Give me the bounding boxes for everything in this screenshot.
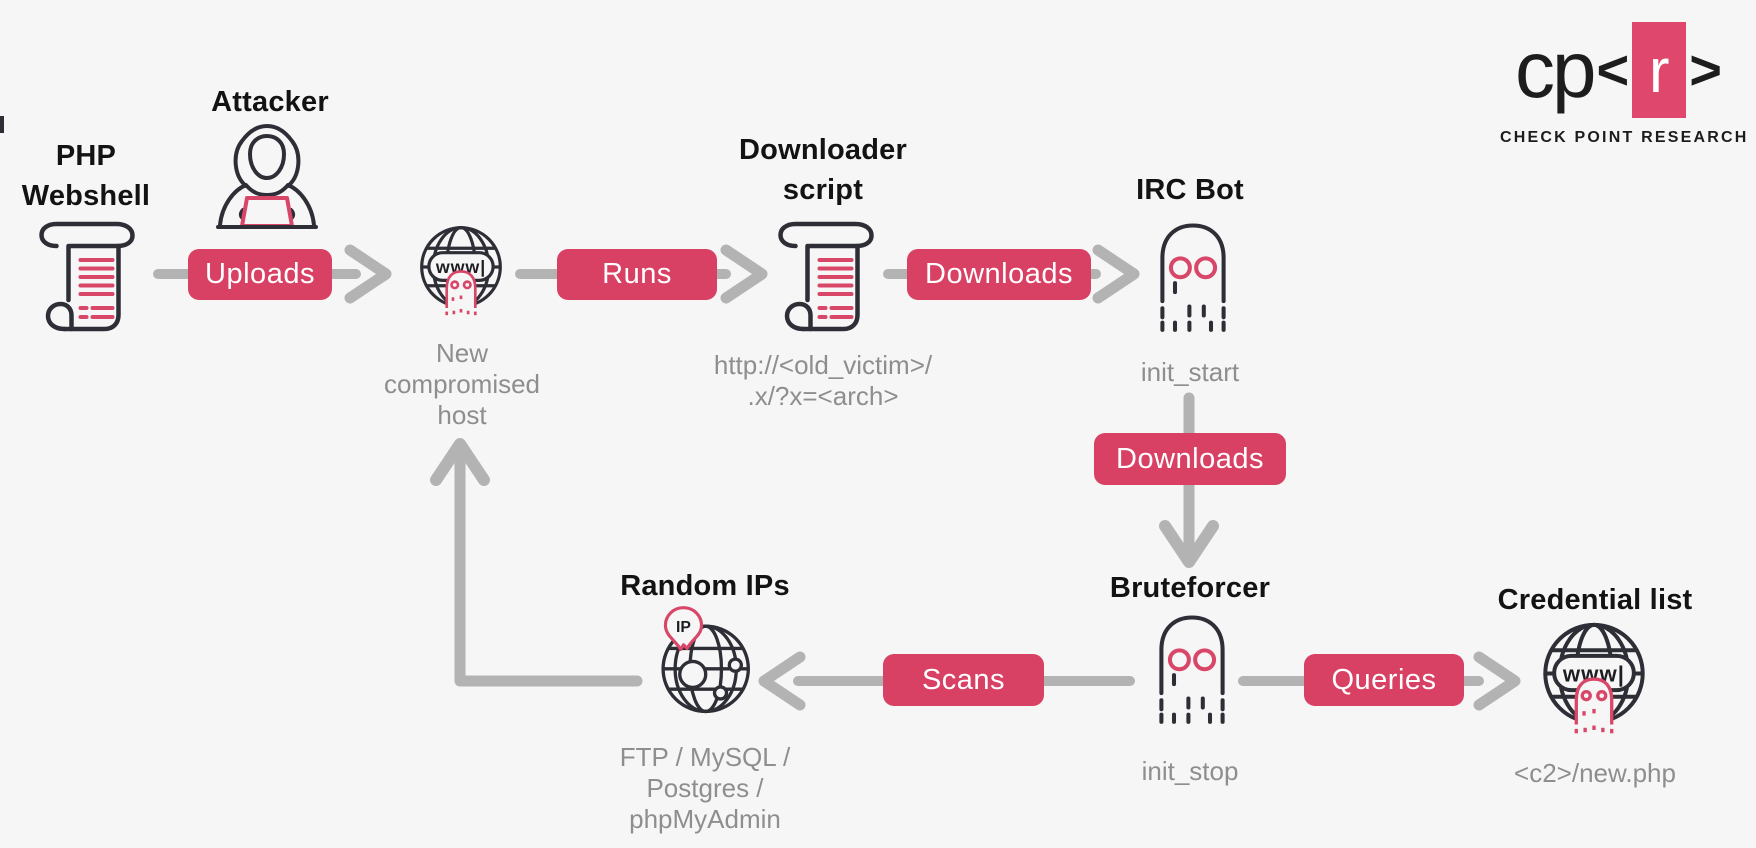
random-ips-label: Random IPs bbox=[620, 570, 790, 602]
php-webshell-label: PHP Webshell bbox=[0, 136, 172, 216]
downloads-edge-label-top: Downloads bbox=[907, 249, 1091, 300]
downloader-script-label-line1: Downloader bbox=[739, 134, 907, 166]
credential-list-caption: <c2>/new.php bbox=[1514, 758, 1676, 788]
uploads-edge-label: Uploads bbox=[188, 249, 332, 300]
attacker-hacker-icon bbox=[216, 124, 318, 229]
credential-list-globe-icon: www| bbox=[1543, 622, 1645, 734]
scroll-script-icon bbox=[39, 221, 135, 332]
cpr-logo-pink-box: r bbox=[1632, 22, 1687, 118]
downloader-script-label: Downloader script bbox=[733, 130, 913, 210]
cpr-logo-cp: cp bbox=[1515, 25, 1596, 114]
bruteforcer-caption: init_stop bbox=[1141, 756, 1239, 786]
scans-edge-label: Scans bbox=[883, 654, 1044, 706]
downloader-url-line2: .x/?x=<arch> bbox=[747, 381, 899, 411]
ghost-overlay-icon bbox=[1574, 677, 1614, 734]
downloader-script-caption: http://<old_victim>/ .x/?x=<arch> bbox=[703, 350, 943, 412]
laptop-icon bbox=[240, 196, 294, 228]
random-ips-caption-line2: Postgres / bbox=[646, 773, 764, 803]
cpr-logo-wordmark: cp < r > bbox=[1500, 20, 1740, 120]
irc-bot-label: IRC Bot bbox=[1136, 174, 1244, 206]
cpr-logo-left-bracket: < bbox=[1596, 38, 1630, 101]
random-ips-caption-line1: FTP / MySQL / bbox=[619, 742, 791, 772]
downloader-script-scroll-icon bbox=[778, 221, 874, 332]
irc-bot-ghost-icon bbox=[1160, 223, 1226, 332]
globe-node-large bbox=[678, 659, 708, 690]
ghost-overlay-icon bbox=[445, 270, 477, 316]
bruteforcer-label: Bruteforcer bbox=[1109, 572, 1271, 604]
globe-node-small-right bbox=[727, 657, 744, 673]
compromised-host-caption: New compromised host bbox=[383, 338, 541, 430]
cpr-logo: cp < r > CHECK POINT RESEARCH bbox=[1500, 20, 1749, 147]
cpr-logo-r: r bbox=[1648, 37, 1670, 106]
php-webshell-label-line2: Webshell bbox=[21, 180, 151, 212]
cpr-logo-right-bracket: > bbox=[1689, 38, 1722, 101]
www-badge-text: www| bbox=[435, 257, 486, 277]
globe-node-small-bottom bbox=[712, 685, 729, 701]
downloader-url-line1: http://<old_victim>/ bbox=[713, 350, 933, 380]
random-ips-caption-line3: phpMyAdmin bbox=[629, 804, 781, 834]
irc-bot-caption: init_start bbox=[1140, 357, 1240, 387]
ip-pin-icon bbox=[663, 606, 704, 651]
random-ips-globe-icon: IP bbox=[661, 606, 750, 714]
queries-edge-label: Queries bbox=[1304, 654, 1464, 706]
downloader-script-label-line2: script bbox=[782, 174, 864, 206]
cpr-logo-subtitle: CHECK POINT RESEARCH bbox=[1500, 129, 1749, 146]
ip-pin-text: IP bbox=[676, 619, 691, 636]
php-webshell-label-line1: PHP bbox=[55, 140, 117, 172]
downloads-edge-label-middle: Downloads bbox=[1094, 433, 1286, 485]
credential-list-label: Credential list bbox=[1497, 584, 1693, 616]
runs-edge-label: Runs bbox=[557, 249, 717, 300]
screen-edge-artifact bbox=[0, 116, 4, 133]
compromised-host-globe-icon: www| bbox=[420, 226, 502, 316]
random-ips-caption: FTP / MySQL / Postgres / phpMyAdmin bbox=[600, 742, 810, 835]
attacker-label: Attacker bbox=[211, 86, 329, 118]
bruteforcer-ghost-icon bbox=[1159, 615, 1225, 724]
loopback-arrow bbox=[430, 438, 643, 687]
